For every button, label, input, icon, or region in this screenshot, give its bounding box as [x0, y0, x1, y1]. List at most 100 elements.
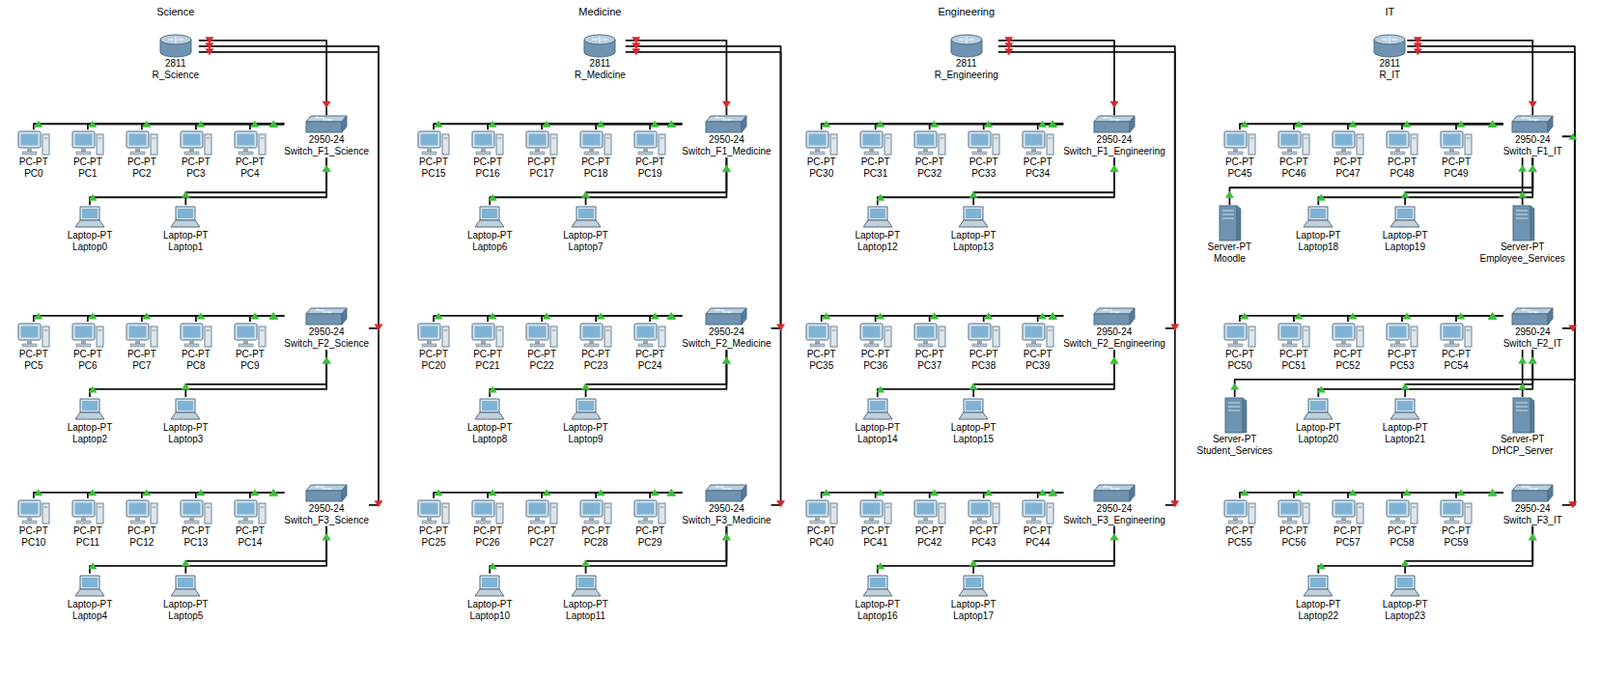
link-light: [269, 488, 279, 496]
link-light: [269, 488, 279, 496]
switch-icon: [1511, 483, 1554, 504]
link-light: [1109, 533, 1119, 540]
device-name: PC31: [863, 168, 888, 180]
link-light: [434, 311, 444, 319]
device-name: PC14: [237, 536, 262, 549]
device-name: PC59: [1443, 536, 1468, 549]
device-model: PC-PT: [807, 525, 837, 537]
link-light: [1528, 356, 1538, 364]
device-model: PC-PT: [127, 525, 157, 537]
device-model: PC-PT: [1441, 525, 1471, 537]
pc-icon: [1277, 321, 1311, 349]
device-name: Laptop5: [168, 610, 203, 622]
link-light: [1487, 488, 1497, 496]
link-light: [488, 194, 498, 201]
link-light: [181, 559, 191, 566]
device-model: PC-PT: [635, 348, 665, 361]
server-icon: [1510, 204, 1536, 242]
link-light: [722, 533, 731, 540]
pc-icon: [1021, 498, 1055, 526]
pc-icon: [1331, 498, 1365, 526]
building-label: IT: [1384, 5, 1395, 19]
cable: [541, 315, 682, 322]
pc-device: PC-PTPC24: [633, 321, 667, 372]
link-light: [1568, 133, 1577, 141]
device-model: PC-PT: [1387, 348, 1417, 361]
device-name: PC55: [1227, 536, 1252, 549]
link-light: [1568, 324, 1577, 332]
pc-icon: [859, 129, 893, 157]
link-light: [269, 311, 279, 319]
device-name: PC39: [1025, 360, 1050, 372]
link-light: [631, 42, 641, 50]
link-light: [596, 120, 606, 128]
link-light: [969, 191, 979, 198]
pc-icon: [471, 498, 505, 526]
link-light: [1487, 488, 1497, 496]
link-light: [141, 311, 151, 319]
link-light: [181, 382, 191, 390]
device-model: PC-PT: [915, 525, 945, 537]
cable: [1229, 157, 1533, 205]
pc-icon: [471, 129, 505, 157]
device-model: Laptop-PT: [562, 229, 609, 242]
cable: [1347, 123, 1504, 130]
pc-icon: [1331, 129, 1365, 157]
link-light: [1517, 382, 1527, 390]
pc-device: PC-PTPC22: [525, 321, 559, 372]
link-light: [983, 120, 993, 128]
router-device: 2811R_IT: [1372, 32, 1407, 82]
link-light: [250, 311, 259, 319]
device-name: Laptop20: [1297, 433, 1339, 446]
device-name: PC47: [1335, 168, 1360, 180]
laptop-icon: [73, 204, 107, 230]
device-model: Server-PT: [1212, 433, 1258, 446]
link-light: [1317, 194, 1326, 201]
link-light: [1402, 488, 1411, 496]
switch-device: 2950-24Switch_F1_Science: [283, 114, 369, 158]
link-light: [1347, 311, 1357, 319]
device-name: PC20: [421, 360, 447, 372]
link-light: [322, 533, 332, 540]
pc-icon: [633, 498, 667, 526]
switch-device: 2950-24Switch_F3_Medicine: [681, 483, 771, 527]
link-light: [1528, 533, 1538, 540]
device-model: Laptop-PT: [1382, 598, 1429, 611]
link-light: [322, 101, 332, 109]
switch-device: 2950-24Switch_F1_IT: [1503, 114, 1563, 158]
pc-device: PC-PTPC57: [1331, 498, 1365, 549]
device-model: PC-PT: [235, 348, 265, 361]
pc-device: PC-PTPC25: [417, 498, 450, 549]
link-light: [322, 165, 332, 172]
link-light: [875, 488, 885, 496]
device-model: PC-PT: [969, 348, 999, 361]
laptop-icon: [1388, 573, 1422, 599]
cable: [541, 123, 682, 130]
link-light: [1239, 488, 1249, 496]
switch-device: 2950-24Switch_F2_Medicine: [681, 307, 771, 350]
device-name: Laptop8: [472, 433, 507, 446]
device-name: Laptop7: [567, 241, 603, 253]
pc-icon: [1277, 498, 1311, 526]
pc-device: PC-PTPC9: [233, 321, 267, 372]
pc-icon: [1223, 129, 1257, 157]
link-light: [1230, 382, 1239, 390]
device-name: Laptop19: [1384, 241, 1426, 253]
link-light: [776, 323, 786, 331]
pc-icon: [125, 321, 159, 349]
pc-icon: [71, 498, 105, 526]
laptop-device: Laptop-PTLaptop15: [951, 396, 997, 446]
cable: [875, 492, 1064, 499]
pc-device: PC-PTPC13: [179, 498, 213, 549]
device-name: Switch_F1_Medicine: [681, 145, 771, 158]
laptop-device: Laptop-PTLaptop22: [1295, 573, 1342, 622]
device-name: PC35: [809, 360, 834, 372]
device-model: Laptop-PT: [854, 229, 900, 242]
device-model: PC-PT: [527, 156, 557, 169]
device-name: PC16: [476, 168, 501, 180]
device-name: Laptop2: [72, 433, 108, 446]
device-model: Laptop-PT: [562, 598, 609, 611]
pc-icon: [913, 321, 947, 349]
device-model: PC-PT: [73, 525, 103, 537]
